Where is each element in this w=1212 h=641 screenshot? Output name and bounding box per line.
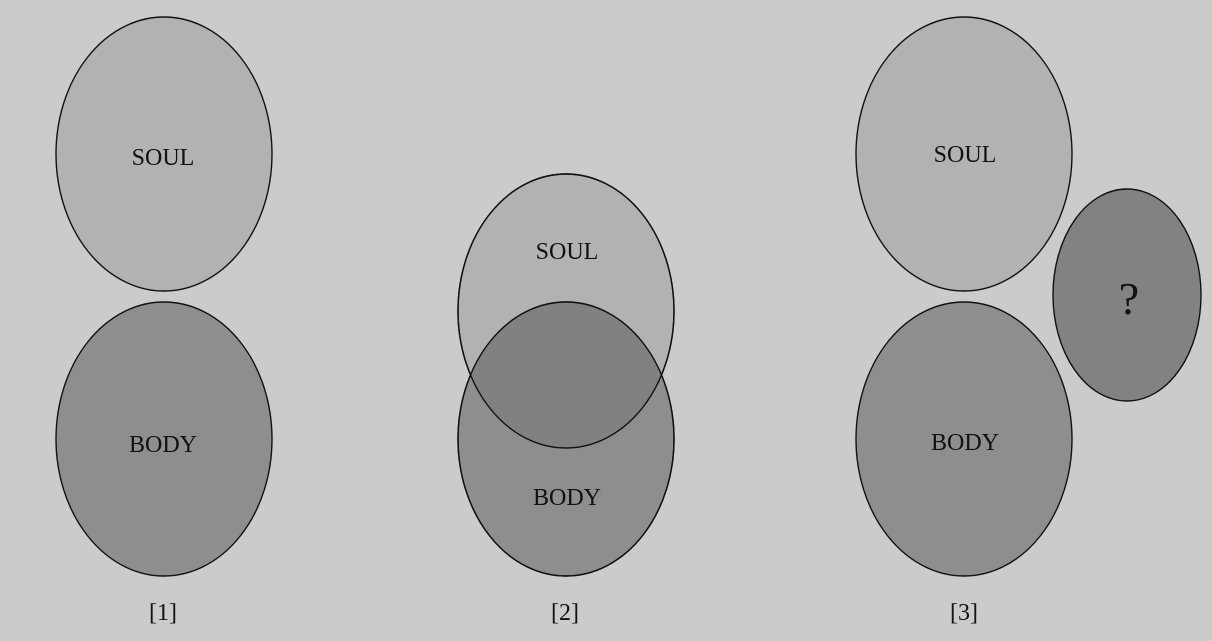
diagram-2-overlap-region [458,302,674,448]
diagram-3-body-ellipse [855,301,1073,577]
diagram-1-caption: [1] [149,600,177,626]
diagram-3-question-mark: ? [1119,273,1139,324]
diagram-2-overlapping: SOUL BODY [2] [457,173,675,626]
diagram-3-soul-ellipse [855,16,1073,292]
diagram-3-body-label: BODY [931,430,999,456]
diagram-1-soul-ellipse [55,16,273,292]
diagram-3-unknown-ellipse [1052,188,1202,402]
diagram-1-soul-label: SOUL [132,145,195,171]
diagram-3-soul-label: SOUL [934,142,997,168]
diagram-2-soul-outline [457,173,675,449]
diagram-1-body-label: BODY [129,432,197,458]
diagram-2-body-outline [457,301,675,577]
diagram-2-caption: [2] [551,600,579,626]
diagram-2-soul-label: SOUL [536,239,599,265]
diagram-3-caption: [3] [950,600,978,626]
diagram-1-body-ellipse [55,301,273,577]
diagram-1-separate: SOUL BODY [1] [55,16,273,626]
diagram-3-with-unknown: SOUL BODY ? [3] [855,16,1202,626]
diagram-2-body-label: BODY [533,485,601,511]
